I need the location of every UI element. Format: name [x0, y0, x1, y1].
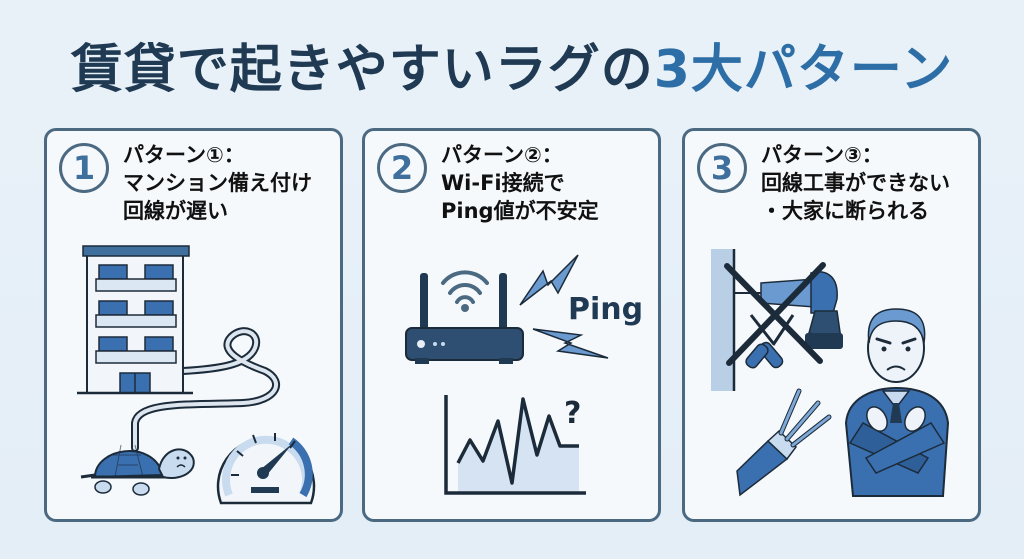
heading-line: ・大家に断られる — [761, 199, 929, 223]
pattern-card-3: 3 パターン③： 回線工事ができない ・大家に断られる — [682, 128, 981, 522]
heading-line: マンション備え付け — [123, 171, 312, 195]
slow-line-illustration — [77, 245, 316, 505]
heading-line: Wi-Fi接続で — [441, 171, 565, 195]
landlord-crossed-arms-icon — [844, 308, 950, 497]
drill-icon — [735, 271, 843, 349]
ping-label: Ping — [568, 292, 643, 327]
heading-line: Ping値が不安定 — [441, 199, 599, 223]
title-main: 賃貸で起きやすいラグの — [70, 40, 654, 100]
page-title: 賃貸で起きやすいラグの3大パターン — [0, 34, 1024, 106]
unstable-ping-graph-icon: ? — [444, 395, 586, 495]
wifi-router-icon — [405, 270, 524, 364]
heading-line: 回線が遅い — [123, 199, 228, 223]
unstable-wifi-illustration: Ping ? — [405, 254, 643, 495]
heading-line: パターン②： — [441, 143, 563, 167]
pattern-card-1: 1 パターン①： マンション備え付け 回線が遅い — [44, 128, 343, 522]
heading-line: パターン③： — [761, 143, 883, 167]
number-badge-1: 1 — [59, 143, 109, 193]
pattern-heading-2: パターン②： Wi-Fi接続で Ping値が不安定 — [441, 141, 656, 225]
pattern-heading-1: パターン①： マンション備え付け 回線が遅い — [123, 141, 338, 225]
title-accent: 3大パターン — [653, 40, 954, 100]
prohibited-x-icon — [724, 262, 826, 366]
lightning-bolt-icon — [519, 254, 609, 359]
no-construction-illustration — [711, 249, 950, 497]
cable-icon — [736, 388, 832, 497]
cable-icon — [131, 327, 280, 452]
speedometer-icon — [216, 433, 316, 505]
number-badge-3: 3 — [697, 143, 747, 193]
pattern-card-2: 2 パターン②： Wi-Fi接続で Ping値が不安定 Ping — [362, 128, 661, 522]
number-badge-2: 2 — [377, 143, 427, 193]
heading-line: 回線工事ができない — [761, 171, 950, 195]
heading-line: パターン①： — [123, 143, 245, 167]
apartment-building-icon — [77, 245, 193, 395]
pattern-heading-3: パターン③： 回線工事ができない ・大家に断られる — [761, 141, 976, 225]
turtle-icon — [80, 444, 195, 496]
question-mark: ? — [564, 396, 581, 431]
